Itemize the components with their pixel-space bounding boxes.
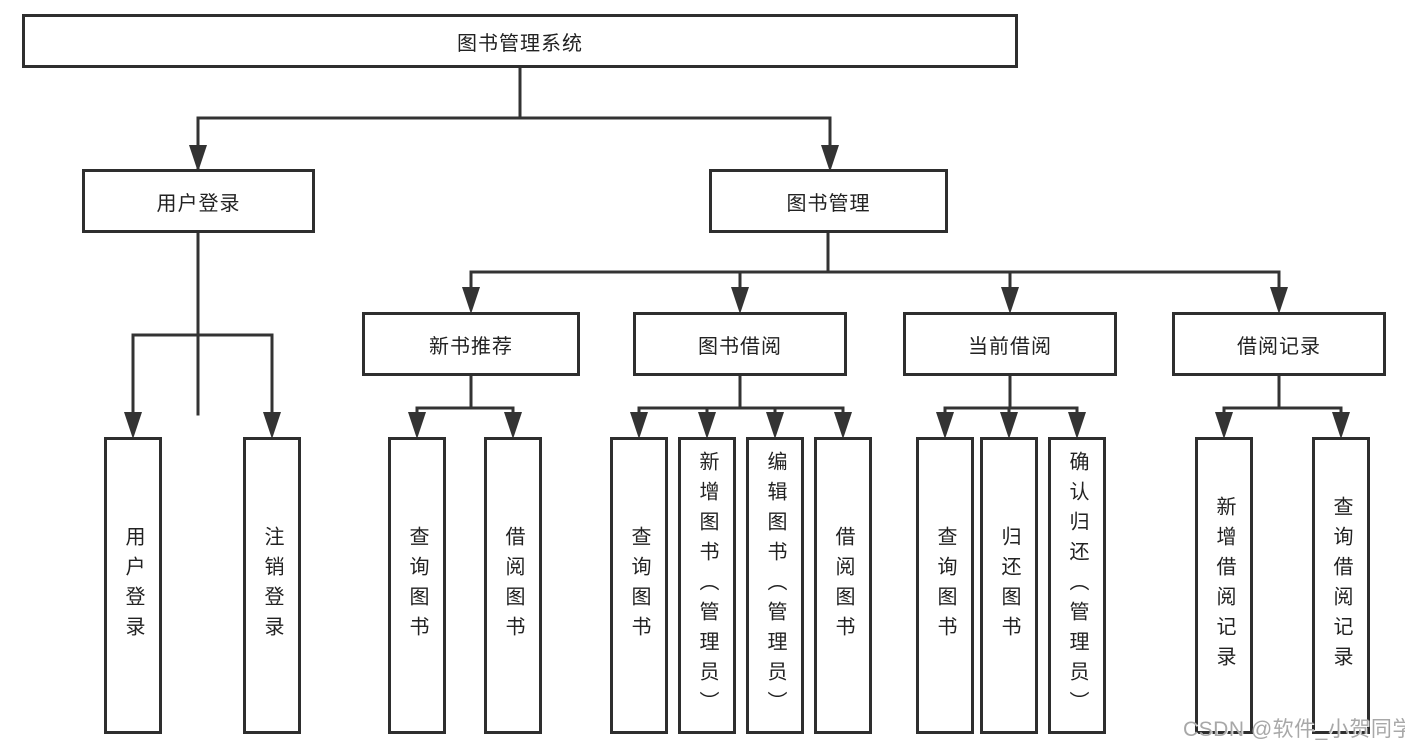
leaf-edit-books-admin: 编辑图书（管理员） bbox=[746, 437, 804, 734]
leaf-current-query-books: 查询图书 bbox=[916, 437, 974, 734]
arrowhead bbox=[263, 412, 281, 439]
leaf-label: 编辑图书（管理员） bbox=[764, 450, 786, 721]
arrowhead bbox=[1270, 287, 1288, 314]
leaf-label: 归还图书 bbox=[998, 525, 1020, 646]
arrowhead bbox=[834, 412, 852, 439]
leaf-label: 查询图书 bbox=[406, 525, 428, 646]
leaf-label: 查询图书 bbox=[934, 525, 956, 646]
leaf-add-books-admin: 新增图书（管理员） bbox=[678, 437, 736, 734]
node-label: 当前借阅 bbox=[968, 335, 1052, 358]
arrowhead bbox=[1068, 412, 1086, 439]
leaf-label: 新增借阅记录 bbox=[1213, 495, 1235, 676]
arrowhead bbox=[1215, 412, 1233, 439]
leaf-label: 确认归还（管理员） bbox=[1066, 450, 1088, 721]
node-borrow-records: 借阅记录 bbox=[1172, 312, 1386, 376]
node-label: 新书推荐 bbox=[429, 335, 513, 358]
arrowhead bbox=[731, 287, 749, 314]
leaf-label: 新增图书（管理员） bbox=[696, 450, 718, 721]
arrowhead bbox=[630, 412, 648, 439]
arrowhead bbox=[462, 287, 480, 314]
leaf-user-login: 用户登录 bbox=[104, 437, 162, 734]
arrowhead bbox=[698, 412, 716, 439]
arrowhead bbox=[1000, 412, 1018, 439]
arrowhead bbox=[766, 412, 784, 439]
leaf-label: 用户登录 bbox=[122, 525, 144, 646]
node-user-login: 用户登录 bbox=[82, 169, 315, 233]
node-label: 借阅记录 bbox=[1237, 335, 1321, 358]
leaf-borrow-query-books: 查询图书 bbox=[610, 437, 668, 734]
leaf-label: 查询图书 bbox=[628, 525, 650, 646]
leaf-label: 查询借阅记录 bbox=[1330, 495, 1352, 676]
leaf-return-books: 归还图书 bbox=[980, 437, 1038, 734]
leaf-logout: 注销登录 bbox=[243, 437, 301, 734]
node-label: 图书借阅 bbox=[698, 335, 782, 358]
node-new-book-recommend: 新书推荐 bbox=[362, 312, 580, 376]
arrowhead bbox=[124, 412, 142, 439]
leaf-borrow-borrow-books: 借阅图书 bbox=[814, 437, 872, 734]
arrowhead bbox=[189, 145, 207, 172]
arrowhead bbox=[504, 412, 522, 439]
leaf-confirm-return-admin: 确认归还（管理员） bbox=[1048, 437, 1106, 734]
node-label: 图书管理 bbox=[786, 192, 871, 215]
leaf-recommend-query-books: 查询图书 bbox=[388, 437, 446, 734]
arrowhead bbox=[821, 145, 839, 172]
node-label: 图书管理系统 bbox=[457, 32, 583, 55]
arrowhead bbox=[1001, 287, 1019, 314]
connector-path bbox=[131, 65, 1343, 416]
leaf-label: 借阅图书 bbox=[832, 525, 854, 646]
arrowhead bbox=[1332, 412, 1350, 439]
node-book-management: 图书管理 bbox=[709, 169, 948, 233]
node-library-system: 图书管理系统 bbox=[22, 14, 1018, 68]
leaf-add-borrow-record: 新增借阅记录 bbox=[1195, 437, 1253, 734]
arrowhead bbox=[408, 412, 426, 439]
leaf-label: 注销登录 bbox=[261, 525, 283, 646]
leaf-query-borrow-record: 查询借阅记录 bbox=[1312, 437, 1370, 734]
csdn-watermark: CSDN @软件_小贺同学 bbox=[1183, 718, 1405, 741]
arrowhead bbox=[936, 412, 954, 439]
node-label: 用户登录 bbox=[156, 192, 241, 215]
leaf-recommend-borrow-books: 借阅图书 bbox=[484, 437, 542, 734]
node-current-borrow: 当前借阅 bbox=[903, 312, 1117, 376]
node-book-borrow: 图书借阅 bbox=[633, 312, 847, 376]
leaf-label: 借阅图书 bbox=[502, 525, 524, 646]
